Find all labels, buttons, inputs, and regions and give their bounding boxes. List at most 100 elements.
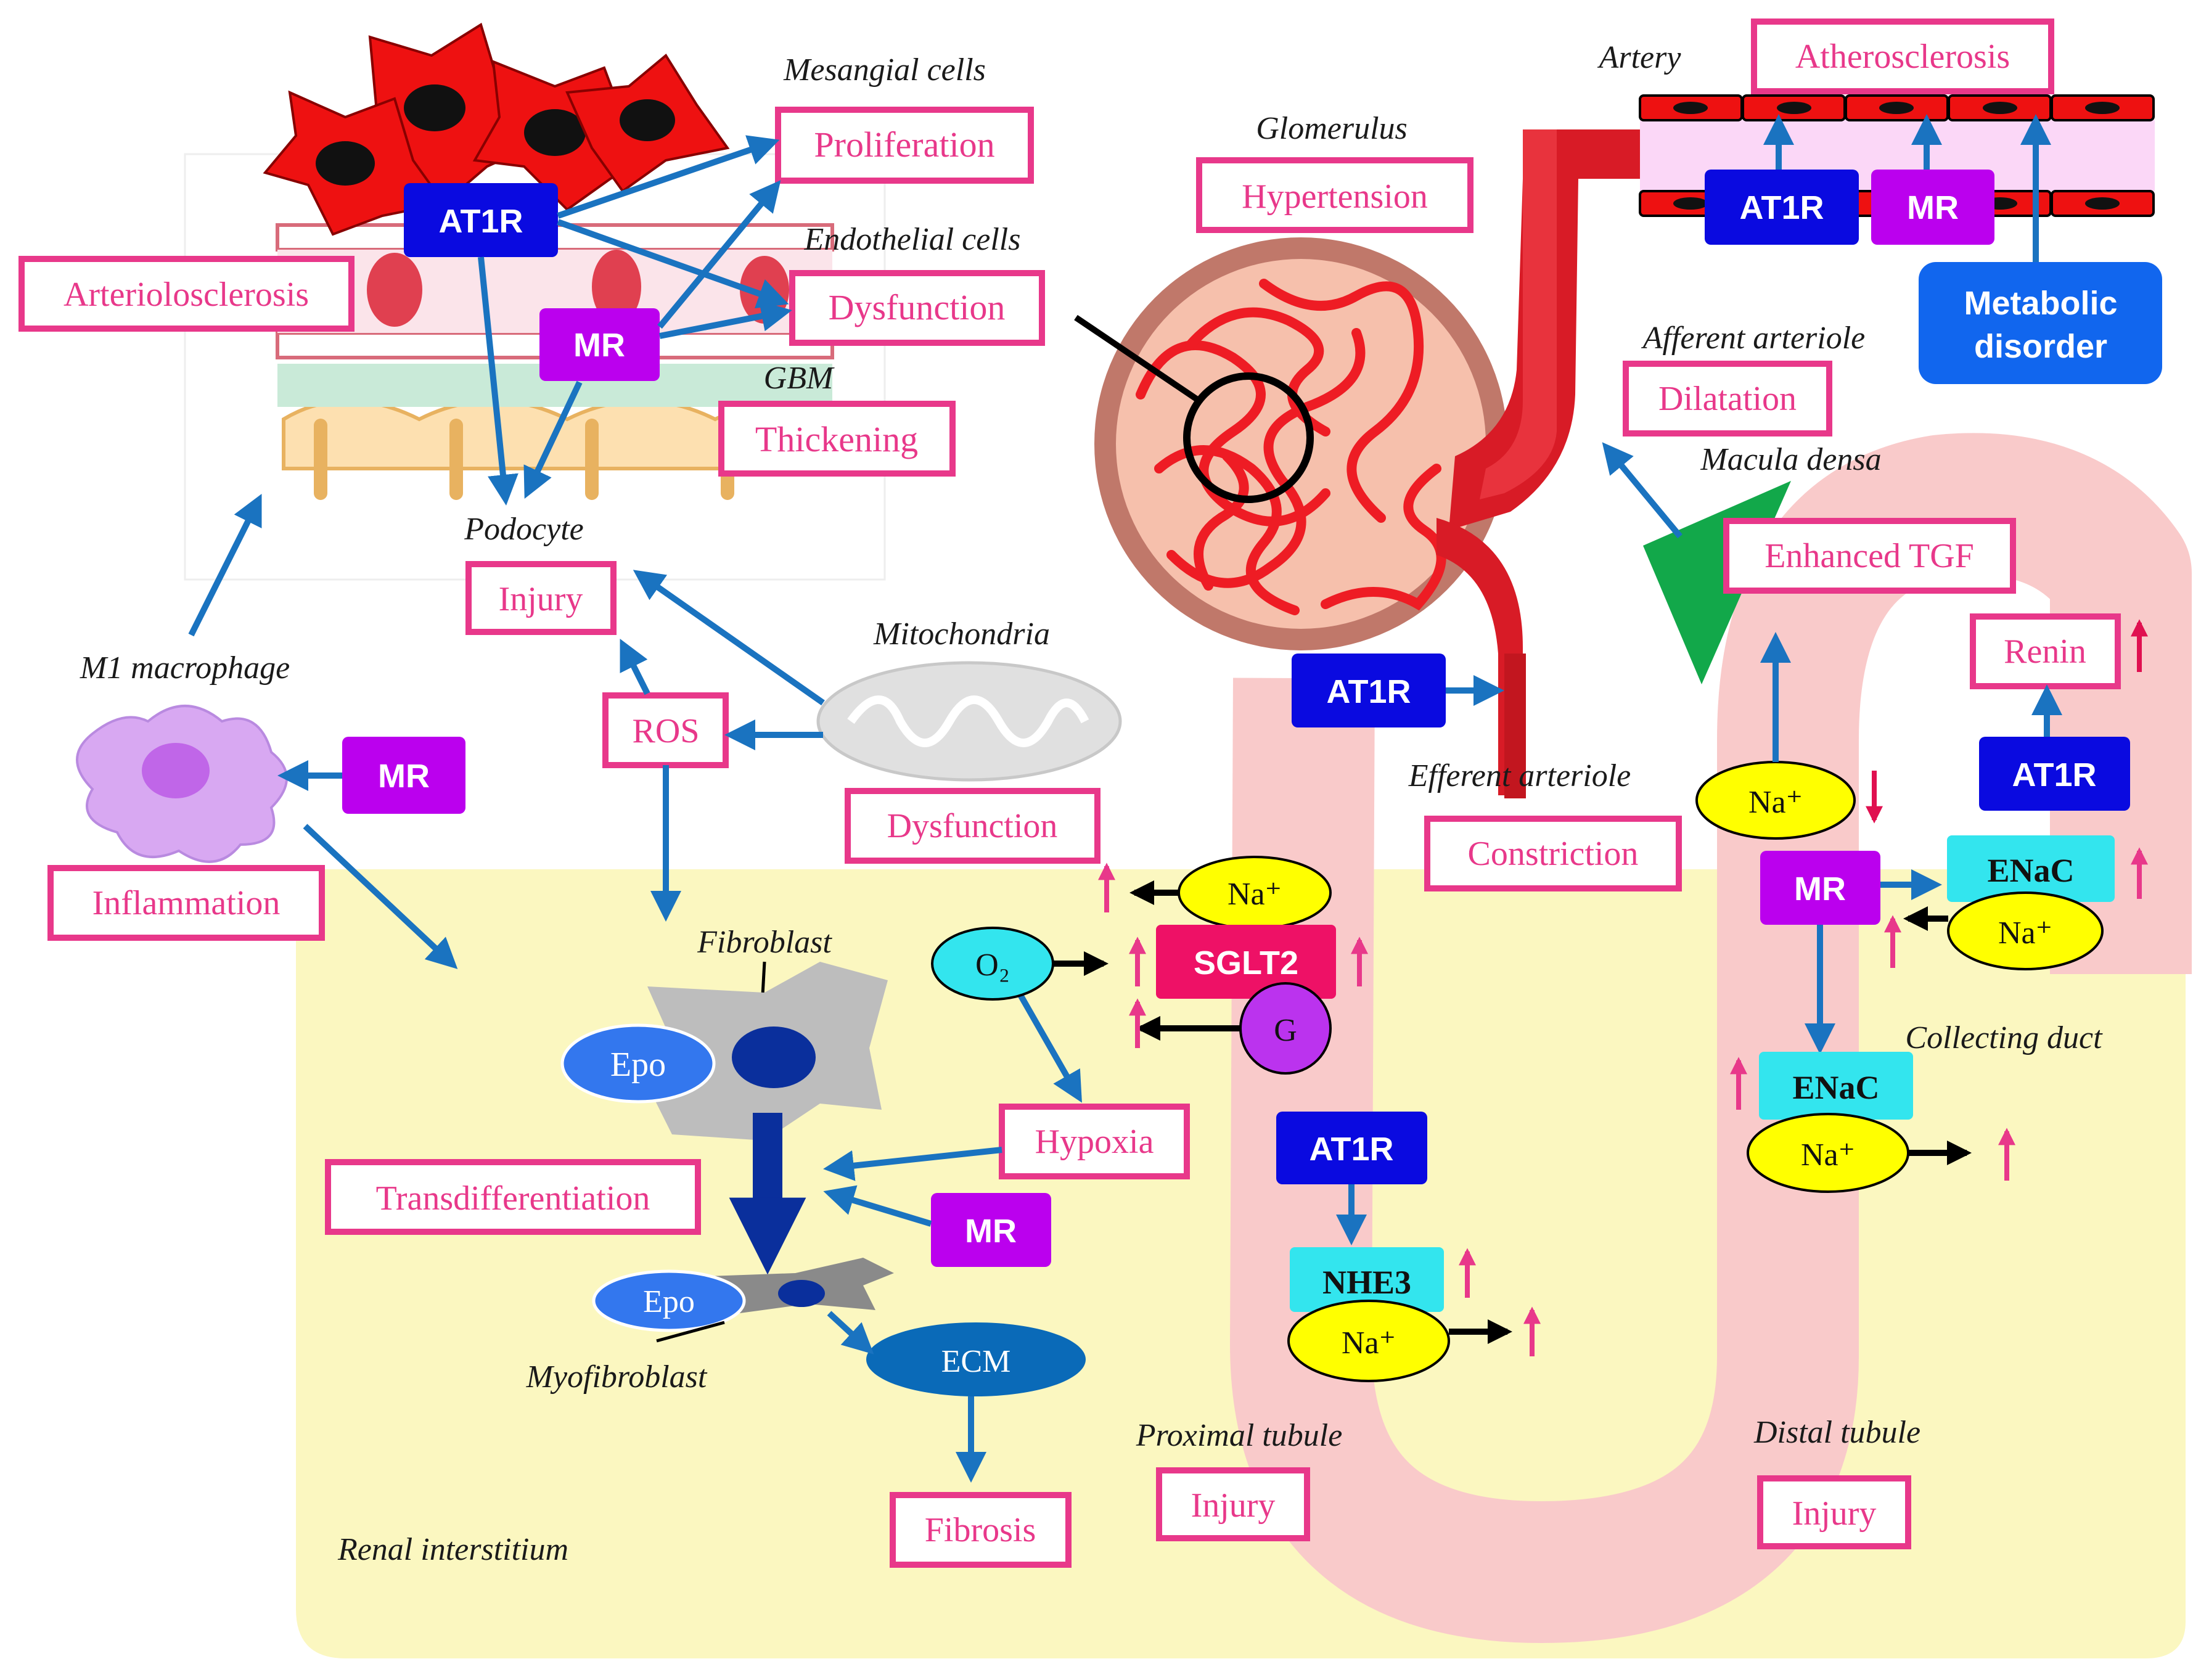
svg-text:MR: MR — [1794, 871, 1846, 908]
svg-text:Na⁺: Na⁺ — [1228, 877, 1282, 912]
svg-text:Injury: Injury — [499, 580, 583, 618]
svg-text:Dysfunction: Dysfunction — [887, 807, 1058, 845]
svg-text:Renin: Renin — [2004, 633, 2086, 671]
svg-text:Na⁺: Na⁺ — [1748, 785, 1803, 820]
svg-text:Transdifferentiation: Transdifferentiation — [376, 1179, 650, 1218]
svg-text:MR: MR — [965, 1213, 1017, 1250]
svg-text:Injury: Injury — [1792, 1494, 1877, 1533]
svg-text:Dysfunction: Dysfunction — [829, 287, 1006, 327]
svg-text:AT1R: AT1R — [1309, 1131, 1393, 1168]
svg-text:Na⁺: Na⁺ — [1342, 1326, 1396, 1361]
myofibroblast-label: Myofibroblast — [526, 1359, 708, 1395]
fibroblast-illustration — [647, 962, 888, 1141]
at1r-artery: AT1R — [1705, 170, 1859, 245]
sodium-nhe3: Na⁺ — [1287, 1300, 1450, 1382]
sodium-sglt2: Na⁺ — [1178, 856, 1332, 930]
glomerular-panel-labels: Mesangial cells Endothelial cells GBM Po… — [464, 52, 1020, 547]
afferent-arteriole-label: Afferent arteriole — [1641, 321, 1866, 356]
svg-text:ENaC: ENaC — [1792, 1069, 1879, 1106]
glomerulus-label: Glomerulus — [1256, 111, 1408, 146]
svg-text:O₂: O₂ — [975, 948, 1010, 983]
svg-text:ROS: ROS — [633, 712, 700, 750]
svg-text:MR: MR — [573, 327, 625, 364]
svg-text:MR: MR — [378, 758, 430, 795]
atherosclerosis-box: Atherosclerosis — [1751, 18, 2054, 94]
enac-bottom: ENaC — [1759, 1052, 1913, 1120]
macrophage-to-interstitium-arrow — [303, 824, 458, 969]
artery-label: Artery — [1597, 40, 1682, 75]
injury-distal-box: Injury — [1757, 1475, 1911, 1549]
ecm: ECM — [866, 1322, 1086, 1396]
endothelial-cells-label: Endothelial cells — [804, 222, 1021, 257]
glomerulus-illustration — [1074, 237, 1507, 650]
ros-box: ROS — [602, 692, 729, 768]
sodium-enac-top: Na⁺ — [1947, 891, 2104, 970]
mr-macrophage: MR — [342, 737, 465, 814]
mr-fibroblast: MR — [931, 1193, 1051, 1267]
epo-myofibroblast: Epo — [592, 1269, 746, 1332]
glucose: G — [1239, 982, 1332, 1075]
renin-box: Renin — [1970, 613, 2121, 689]
svg-text:MR: MR — [1907, 189, 1959, 226]
constriction-box: Constriction — [1424, 816, 1682, 891]
svg-text:Constriction: Constriction — [1468, 835, 1639, 873]
svg-text:disorder: disorder — [1974, 328, 2107, 365]
proximal-tubule-label: Proximal tubule — [1136, 1418, 1343, 1453]
at1r-glomerulus: AT1R — [404, 183, 558, 257]
dysfunction-endothelial-box: Dysfunction — [789, 270, 1045, 346]
svg-text:AT1R: AT1R — [1739, 189, 1824, 226]
nhe3: NHE3 — [1290, 1247, 1444, 1312]
mr-distal: MR — [1760, 851, 1880, 925]
fibrosis-box: Fibrosis — [890, 1492, 1072, 1568]
svg-text:Dilatation: Dilatation — [1658, 380, 1797, 418]
mito-ros-arrows — [620, 570, 825, 922]
myofibroblast-illustration — [709, 1258, 894, 1313]
transdifferentiation-box: Transdifferentiation — [325, 1159, 701, 1235]
svg-text:AT1R: AT1R — [2012, 756, 2096, 793]
svg-text:Hypoxia: Hypoxia — [1035, 1123, 1154, 1161]
svg-text:Fibrosis: Fibrosis — [925, 1511, 1036, 1549]
dysfunction-mito-box: Dysfunction — [845, 788, 1100, 864]
svg-text:Inflammation: Inflammation — [92, 884, 281, 922]
proliferation-box: Proliferation — [775, 107, 1034, 184]
hypertension-box: Hypertension — [1196, 157, 1473, 233]
metabolic-disorder: Metabolic disorder — [1919, 262, 2162, 384]
injury-podocyte-box: Injury — [465, 561, 617, 635]
svg-text:Na⁺: Na⁺ — [1998, 916, 2052, 951]
svg-text:Hypertension: Hypertension — [1242, 178, 1428, 216]
m1-macrophage-illustration — [76, 705, 288, 863]
svg-text:Enhanced TGF: Enhanced TGF — [1764, 537, 1974, 575]
fibroblast-arrows — [823, 988, 1082, 1227]
inflammation-box: Inflammation — [47, 865, 325, 941]
artery-arrows — [1763, 114, 2051, 262]
svg-text:G: G — [1274, 1013, 1297, 1048]
enhanced-tgf-box: Enhanced TGF — [1723, 518, 2016, 594]
arterioles — [1437, 129, 1640, 798]
mitochondria-label: Mitochondria — [873, 617, 1050, 652]
fibroblast-label: Fibroblast — [697, 925, 832, 960]
macula-to-afferent-arrow — [1602, 442, 1683, 539]
svg-text:Atherosclerosis: Atherosclerosis — [1795, 38, 2010, 76]
podocyte-label: Podocyte — [464, 512, 583, 547]
dilatation-box: Dilatation — [1623, 361, 1832, 436]
at1r-efferent: AT1R — [1292, 654, 1446, 727]
epo-fibroblast: Epo — [560, 1023, 716, 1104]
sodium-enac-bottom: Na⁺ — [1747, 1113, 1909, 1193]
svg-text:Epo: Epo — [643, 1284, 695, 1319]
collecting-duct-label: Collecting duct — [1905, 1020, 2103, 1055]
mr-artery: MR — [1871, 170, 1994, 245]
mesangial-cells-illustration — [263, 22, 730, 236]
svg-text:Metabolic: Metabolic — [1964, 285, 2117, 322]
renal-interstitium-label: Renal interstitium — [337, 1532, 568, 1567]
mesangial-cells-label: Mesangial cells — [783, 52, 986, 88]
svg-text:AT1R: AT1R — [438, 203, 523, 240]
enac-top: ENaC — [1947, 835, 2115, 902]
svg-text:Thickening: Thickening — [755, 419, 918, 459]
svg-text:Arteriolosclerosis: Arteriolosclerosis — [64, 276, 309, 314]
sglt2: SGLT2 — [1156, 925, 1336, 999]
hypoxia-box: Hypoxia — [999, 1104, 1190, 1179]
arteriolosclerosis-box: Arteriolosclerosis — [18, 256, 355, 332]
at1r-distal: AT1R — [1979, 737, 2130, 811]
svg-text:ENaC: ENaC — [1987, 852, 2074, 889]
